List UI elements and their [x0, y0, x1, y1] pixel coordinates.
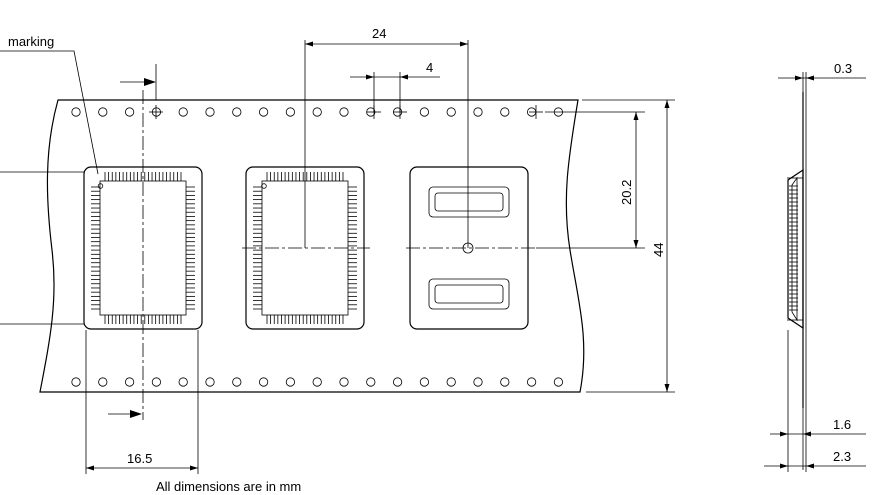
sprocket-hole: [125, 377, 135, 387]
sprocket-hole: [178, 107, 188, 117]
dimension-tape-width: 44: [582, 99, 675, 393]
sprocket-hole: [339, 107, 349, 117]
sprocket-hole: [178, 377, 188, 387]
dimension-hole-to-center: 20.2: [536, 111, 645, 249]
sprocket-hole: [526, 377, 537, 387]
dim-cover-label: 1.6: [833, 417, 851, 432]
dim-hole-to-center-label: 20.2: [619, 180, 634, 205]
sprocket-hole: [71, 107, 81, 117]
side-view: [787, 92, 807, 408]
marking-label: marking: [8, 34, 54, 49]
sprocket-hole: [366, 377, 376, 387]
sprocket-hole: [473, 377, 483, 387]
dimension-depth: 2.3: [764, 408, 866, 472]
dimension-pitch: 24: [304, 26, 469, 248]
sprocket-hole: [151, 377, 161, 387]
sprocket-hole: [500, 107, 510, 117]
dimension-hole-pitch: 4: [350, 60, 440, 112]
centerlines: [142, 90, 536, 420]
sprocket-hole: [419, 377, 429, 387]
carrier-tape-outline: [39, 99, 585, 393]
dim-tape-width-label: 44: [651, 243, 666, 257]
feed-direction-arrows: [108, 64, 157, 418]
dim-tape-thickness-label: 0.3: [834, 61, 852, 76]
sprocket-holes: [71, 105, 564, 387]
package-2-leads: [253, 172, 357, 324]
dim-hole-pitch-label: 4: [426, 60, 433, 75]
sprocket-hole: [71, 377, 81, 387]
sprocket-hole: [473, 107, 483, 117]
sprocket-hole: [446, 107, 456, 117]
sprocket-hole: [258, 107, 269, 117]
sprocket-hole: [500, 377, 510, 387]
dimension-cover: 1.6: [770, 330, 866, 470]
units-note: All dimensions are in mm: [156, 479, 301, 494]
sprocket-hole: [392, 377, 403, 387]
sprocket-hole: [232, 377, 242, 387]
sprocket-hole: [312, 107, 322, 117]
sprocket-hole: [232, 107, 242, 117]
package-1: [83, 166, 203, 330]
sprocket-hole: [98, 107, 108, 117]
dimension-pocket: 16.5: [85, 330, 199, 474]
sprocket-hole: [285, 107, 295, 117]
sprocket-hole: [312, 377, 322, 387]
dim-pocket-label: 16.5: [127, 451, 152, 466]
dim-pitch-label: 24: [372, 26, 386, 41]
sprocket-hole: [419, 107, 429, 117]
sprocket-hole: [446, 377, 456, 387]
hole-crosshair: [149, 105, 163, 119]
sprocket-hole: [98, 377, 108, 387]
side-view-leads: [789, 185, 798, 311]
dim-depth-label: 2.3: [833, 449, 851, 464]
sprocket-hole: [125, 107, 135, 117]
sprocket-hole: [205, 377, 215, 387]
package-1-leads: [91, 172, 195, 324]
sprocket-hole: [285, 377, 295, 387]
sprocket-hole: [258, 377, 269, 387]
hole-crosshair: [529, 105, 543, 119]
marking-callout: marking: [0, 34, 99, 325]
sprocket-hole: [205, 107, 215, 117]
dimension-tape-thickness: 0.3: [778, 61, 866, 92]
sprocket-hole: [339, 377, 349, 387]
sprocket-hole: [553, 377, 564, 387]
